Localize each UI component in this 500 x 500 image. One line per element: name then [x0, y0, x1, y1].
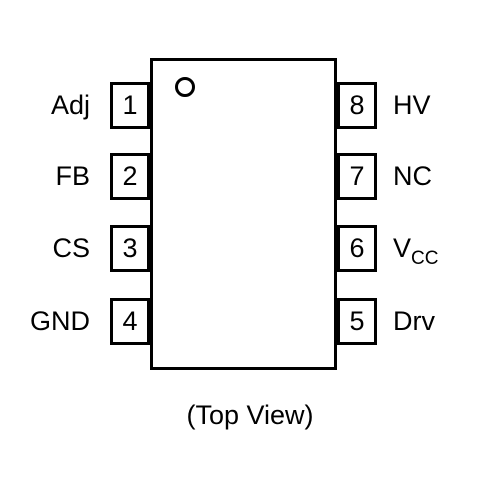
- pin-1-box: 1: [110, 82, 150, 129]
- pin-1-number: 1: [122, 90, 138, 120]
- pin-5-label: Drv: [393, 306, 435, 336]
- pin-6-label-main: V: [393, 233, 412, 263]
- pin-1-label: Adj: [50, 90, 90, 120]
- pin-7-number: 7: [349, 161, 365, 191]
- pin-4-box: 4: [110, 298, 150, 345]
- ic-package-body: [150, 58, 337, 370]
- pin-8-number: 8: [349, 90, 365, 120]
- pin-5-number: 5: [349, 306, 365, 336]
- pin-2-label: FB: [55, 161, 90, 191]
- pin1-indicator-dot: [175, 77, 195, 97]
- pin-3-box: 3: [110, 225, 150, 272]
- pin-2-box: 2: [110, 153, 150, 200]
- pin-3-label: CS: [52, 233, 90, 263]
- pin-6-label-subscript: CC: [411, 248, 439, 269]
- pin-2-number: 2: [122, 161, 138, 191]
- pin-7-label: NC: [393, 161, 432, 191]
- pin-6-box: 6: [337, 225, 377, 272]
- pin-6-number: 6: [349, 233, 365, 263]
- pin-7-box: 7: [337, 153, 377, 200]
- pin-4-label: GND: [30, 306, 90, 336]
- pin-6-label: VCC: [393, 225, 438, 272]
- pin-8-box: 8: [337, 82, 377, 129]
- pin-3-number: 3: [122, 233, 138, 263]
- pin-5-box: 5: [337, 298, 377, 345]
- pin-8-label: HV: [393, 90, 431, 120]
- view-caption: (Top View): [186, 400, 314, 430]
- pin-4-number: 4: [122, 306, 138, 336]
